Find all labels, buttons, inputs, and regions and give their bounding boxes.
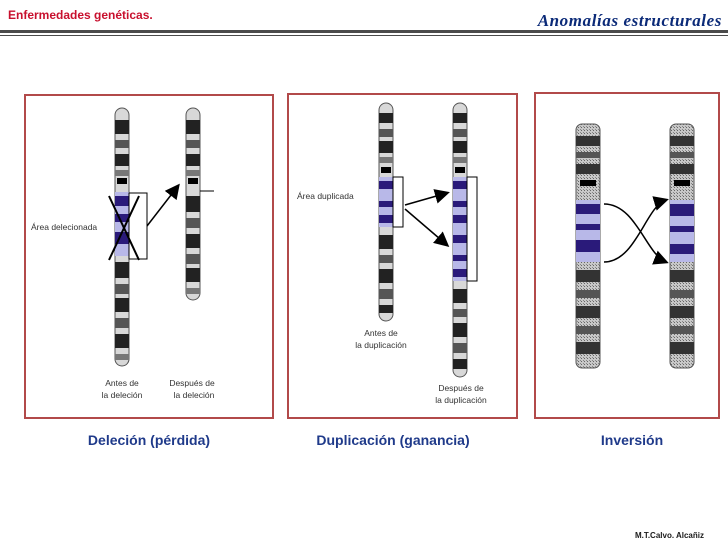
after-deletion-label-1: Después de [169,378,215,388]
inversion-panel [534,92,720,419]
author-credit: M.T.Calvo. Alcañiz [634,531,704,540]
chromosome-before-deletion [114,107,130,367]
before-deletion-label-2: la deleción [102,390,143,400]
before-duplication-label-2: la duplicación [355,340,407,350]
section-title: Anomalías estructurales [537,11,722,30]
duplication-panel: Área duplicada Antes de la duplicación D… [287,93,518,419]
deletion-cross-line [108,195,140,261]
inversion-diagram [575,123,695,369]
duplication-arrow-upper [404,189,450,206]
inversion-arrow-down [603,203,669,265]
before-duplication-label-1: Antes de [364,328,398,338]
inversion-caption: Inversión [600,432,664,448]
chromosome-after-deletion [185,107,201,301]
duplicated-region-box-after [466,176,478,282]
header-topic: Enfermedades genéticas. [8,8,153,22]
after-duplication-label-2: la duplicación [435,395,487,405]
after-duplication-label-1: Después de [438,383,484,393]
duplicated-region-box [392,176,404,228]
deletion-diagram: Área delecionada Antes de la deleción De… [31,107,215,400]
inversion-arrow-up [603,196,669,263]
duplicated-area-label: Área duplicada [297,191,354,201]
header-rule [0,30,728,33]
chromosome-after-duplication [452,102,468,378]
deleted-area-label: Área delecionada [31,222,97,232]
chromosome-before-inversion [575,123,601,369]
chromosome-before-duplication [378,102,394,322]
duplication-caption: Duplicación (ganancia) [316,432,470,448]
before-deletion-label-1: Antes de [105,378,139,388]
deletion-arrow [146,183,180,227]
deleted-region-box [128,192,148,260]
after-deletion-label-2: la deleción [174,390,215,400]
deletion-panel: Área delecionada Antes de la deleción De… [24,94,274,419]
header-rule-thin [0,35,728,36]
chromosome-after-inversion [669,123,695,369]
duplication-diagram: Área duplicada Antes de la duplicación D… [297,102,487,405]
duplication-arrow-lower [404,208,450,247]
deletion-caption: Deleción (pérdida) [87,432,211,448]
